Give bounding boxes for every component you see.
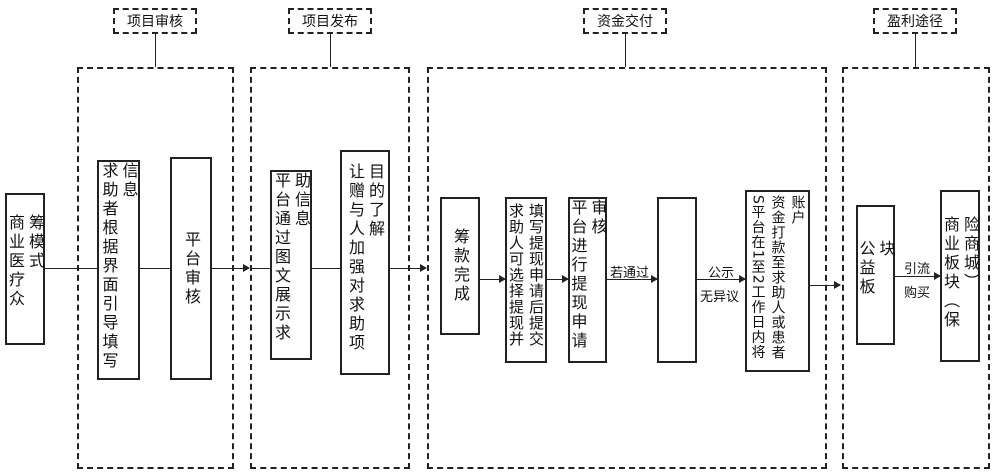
flow-line xyxy=(697,279,745,280)
flow-line xyxy=(480,279,505,280)
arrow-icon xyxy=(651,275,658,283)
box-text: 筹款完成 xyxy=(451,228,470,304)
box-blank xyxy=(657,197,697,363)
flow-line xyxy=(607,279,657,280)
flow-line xyxy=(250,268,270,269)
arrow-icon xyxy=(243,264,250,272)
box-text: 平台通过图文展示求助信息 xyxy=(272,172,311,343)
header-profit: 盈利途径 xyxy=(873,8,957,34)
box-text: 商业医疗众筹模式 xyxy=(6,214,45,309)
box-donor-learn: 让赠与人加强对求助项目的了解 xyxy=(340,150,390,375)
arrow-icon xyxy=(499,275,506,283)
header-review: 项目审核 xyxy=(113,8,197,34)
box-text: 求助人可选择提现并填写提现申请后提交 xyxy=(507,202,545,347)
box-text: 平台进行提现申请审核 xyxy=(568,199,608,351)
connector xyxy=(330,33,331,67)
flow-line xyxy=(212,268,248,269)
flow-line xyxy=(45,268,97,269)
connector xyxy=(155,33,156,67)
box-charity: 公益板块 xyxy=(856,205,896,345)
box-commercial: 商业板块（保险商城） xyxy=(940,190,980,362)
header-funds: 资金交付 xyxy=(583,8,667,34)
box-text: 让赠与人加强对求助项目的了解 xyxy=(346,162,385,353)
label-buy: 购买 xyxy=(904,286,931,301)
header-publish: 项目发布 xyxy=(288,8,372,34)
arrow-icon xyxy=(420,264,427,272)
box-platform-review: 平台审核 xyxy=(170,157,212,380)
box-model: 商业医疗众筹模式 xyxy=(5,193,45,345)
box-text: 求助者根据界面引导填写信息 xyxy=(99,162,139,371)
flow-line xyxy=(140,268,170,269)
box-raise-done: 筹款完成 xyxy=(440,197,480,335)
connector xyxy=(625,33,626,67)
arrow-icon xyxy=(934,272,941,280)
section-funds xyxy=(427,67,827,469)
box-text: 平台审核 xyxy=(182,230,201,307)
arrow-icon xyxy=(562,275,569,283)
arrow-icon xyxy=(834,281,841,289)
flow-line xyxy=(547,279,568,280)
flow-line xyxy=(810,285,840,286)
box-platform-show: 平台通过图文展示求助信息 xyxy=(270,170,312,360)
label-no-objection: 无异议 xyxy=(700,290,740,305)
box-withdraw-apply: 求助人可选择提现并填写提现申请后提交 xyxy=(505,197,547,363)
label-publicity: 公示 xyxy=(708,266,735,281)
flow-line xyxy=(390,268,425,269)
flow-line xyxy=(312,268,340,269)
box-transfer: S平台在1至2工作日内将资金打款至求助人或患者账户 xyxy=(745,190,810,372)
box-text: 公益板块 xyxy=(856,240,896,297)
arrow-icon xyxy=(739,275,746,283)
label-if-pass: 若通过 xyxy=(610,266,650,281)
connector xyxy=(915,33,916,67)
label-guide: 引流 xyxy=(904,262,931,277)
box-withdraw-review: 平台进行提现申请审核 xyxy=(568,197,608,363)
section-profit xyxy=(842,67,990,469)
box-fill-info: 求助者根据界面引导填写信息 xyxy=(97,160,140,380)
flow-line xyxy=(895,276,940,277)
box-text: S平台在1至2工作日内将资金打款至求助人或患者账户 xyxy=(749,195,806,360)
box-text: 商业板块（保险商城） xyxy=(941,216,980,330)
